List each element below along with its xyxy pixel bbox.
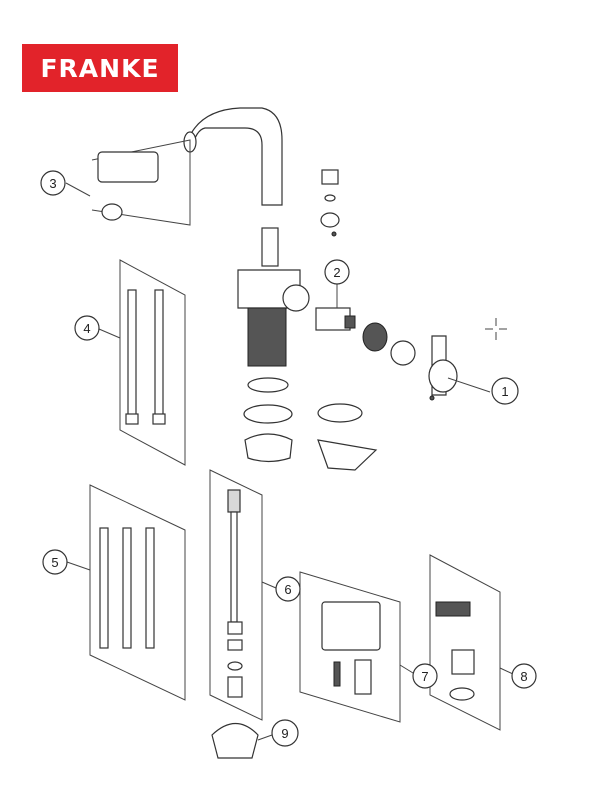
callout-4: 4 [74,315,121,341]
crosshair-icon [485,318,507,340]
extension-rod [209,469,263,721]
control-box [299,571,401,723]
svg-text:3: 3 [49,176,56,191]
callout-1: 1 [447,377,519,405]
sensor-unit [211,722,259,759]
cartridge-and-handle [315,307,458,401]
callout-3: 3 [40,170,91,197]
spout-assembly [183,107,310,463]
svg-text:4: 4 [83,321,90,336]
svg-text:5: 5 [51,555,58,570]
callout-9: 9 [257,719,299,747]
hose-set-4 [119,259,186,466]
svg-text:7: 7 [421,669,428,684]
svg-text:1: 1 [501,384,508,399]
svg-text:9: 9 [281,726,288,741]
valve-parts [429,554,501,731]
callout-5: 5 [42,549,91,575]
brand-name: FRANKE [40,53,160,83]
callout-6: 6 [261,576,301,602]
mounting-plates [317,403,378,471]
small-fittings [320,169,340,237]
callout-8: 8 [499,663,537,689]
side-spout [91,139,191,226]
svg-text:8: 8 [520,669,527,684]
callout-2: 2 [324,259,350,308]
svg-text:6: 6 [284,582,291,597]
callout-7: 7 [399,663,438,689]
hose-set-5 [89,484,186,701]
svg-text:2: 2 [333,265,340,280]
franke-logo: FRANKE [22,44,178,92]
